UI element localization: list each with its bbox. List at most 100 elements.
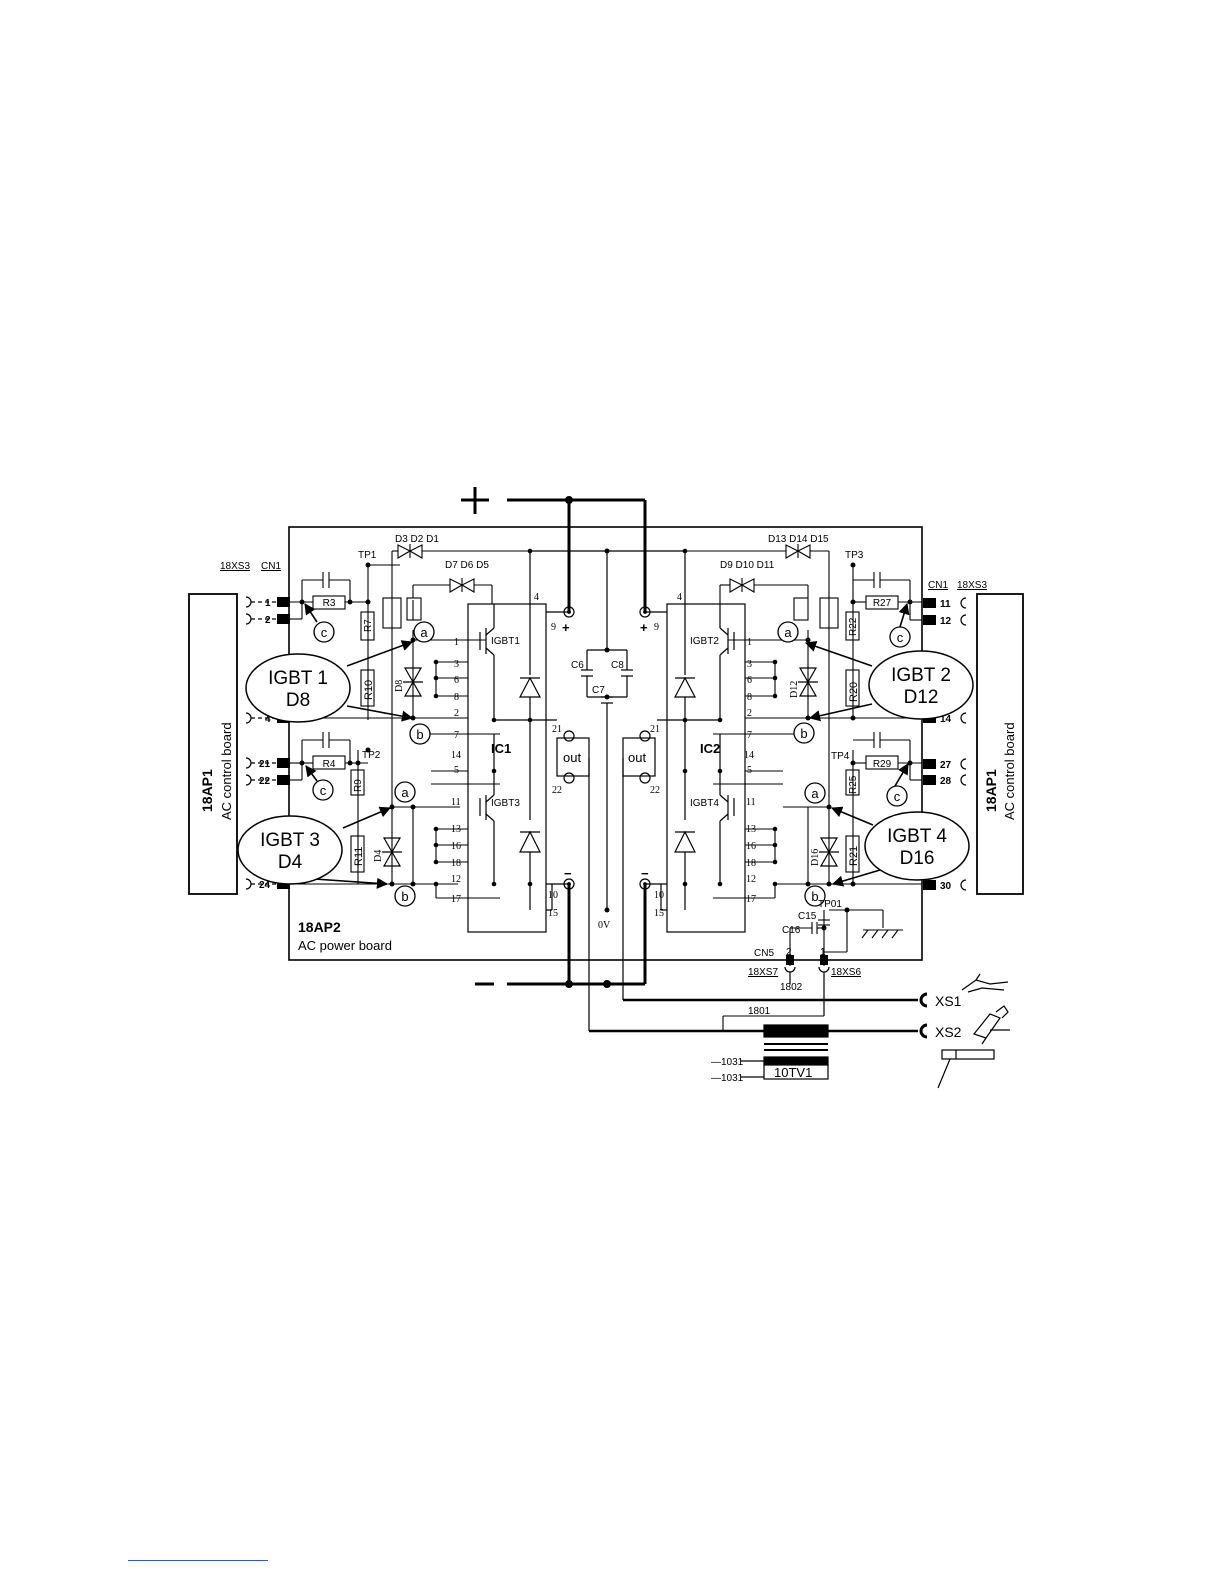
ic1-pin-numbers: 1 3 6 8 2 7 14 5 11 13 16 18 12 17 xyxy=(451,637,461,905)
diode-group-g1-label: D3 D2 D1 xyxy=(395,534,439,545)
tp01-dot xyxy=(844,907,850,913)
left-pin-4: 4 xyxy=(265,714,271,725)
callout-a3: a xyxy=(401,785,409,800)
right-pin-27: 27 xyxy=(940,760,952,771)
ic1-out-label: out xyxy=(563,750,581,765)
ic1-label: IC1 xyxy=(491,741,511,756)
callout-letters: a b c a c b a b c a c b xyxy=(320,625,904,904)
r3-label: R3 xyxy=(323,598,336,609)
diode-group-g4-label: D9 D10 D11 xyxy=(720,560,775,571)
svg-text:7: 7 xyxy=(454,730,459,741)
left-connector xyxy=(245,596,276,890)
svg-text:5: 5 xyxy=(454,765,459,776)
left-gate-wiring xyxy=(290,564,460,885)
callout-b3: b xyxy=(401,889,408,904)
right-connector xyxy=(960,597,967,891)
diode-group-left xyxy=(391,544,530,604)
ic2-pin-4: 4 xyxy=(677,592,682,603)
power-board-name: AC power board xyxy=(298,938,392,953)
ic1-pin-4: 4 xyxy=(534,592,539,603)
svg-text:3: 3 xyxy=(747,659,752,670)
svg-text:8: 8 xyxy=(747,692,752,703)
callout-b4: b xyxy=(811,889,818,904)
ic2-pin-numbers: 1 3 6 8 2 7 14 5 11 13 16 18 12 17 xyxy=(744,637,756,905)
xs6-label: 18XS6 xyxy=(831,967,861,978)
footer-rule xyxy=(128,1560,268,1561)
zener-d8-symbol xyxy=(403,667,423,697)
igbt3-label: IGBT3 xyxy=(491,798,520,809)
cn5-wiring xyxy=(789,909,903,966)
control-board-right-id: 18AP1 xyxy=(983,769,999,812)
svg-text:16: 16 xyxy=(451,841,461,852)
left-pin-22: 22 xyxy=(259,776,271,787)
control-board-right: 18AP1 AC control board xyxy=(976,593,1024,895)
zener-d16-symbol xyxy=(819,837,839,867)
callout-c2: c xyxy=(897,630,904,645)
ic1-pin-15: 15 xyxy=(548,908,558,919)
right-cn1-label: CN1 xyxy=(928,580,948,591)
igbt2-label: IGBT2 xyxy=(690,636,719,647)
svg-text:13: 13 xyxy=(746,824,756,835)
svg-text:11: 11 xyxy=(746,797,756,808)
svg-text:3: 3 xyxy=(454,659,459,670)
right-pin-30: 30 xyxy=(940,881,952,892)
callout-igbt4: IGBT 4 xyxy=(887,826,947,847)
ic1-pin-9: 9 xyxy=(551,622,556,633)
xs2-label: XS2 xyxy=(935,1024,962,1040)
svg-text:17: 17 xyxy=(451,894,461,905)
right-junctions xyxy=(805,562,913,887)
control-board-right-name: AC control board xyxy=(1002,722,1017,820)
igbt1-label: IGBT1 xyxy=(491,636,520,647)
svg-text:8: 8 xyxy=(454,692,459,703)
right-pin-11: 11 xyxy=(940,599,951,610)
tp3-label: TP3 xyxy=(845,550,864,561)
ic2-pin-15: 15 xyxy=(654,908,664,919)
callout-a1: a xyxy=(420,625,428,640)
callout-c4: c xyxy=(894,789,901,804)
r20-label: R20 xyxy=(848,682,860,702)
callout-arrows xyxy=(299,602,910,889)
svg-text:18: 18 xyxy=(746,858,756,869)
callout-ellipse-labels: IGBT 1 D8 IGBT 3 D4 IGBT 2 D12 IGBT 4 D1… xyxy=(260,665,951,873)
diode-group-g3-label: D13 D14 D15 xyxy=(768,534,829,545)
control-board-left-name: AC control board xyxy=(219,722,234,820)
callout-igbt3: IGBT 3 xyxy=(260,830,320,851)
control-board-left-id: 18AP1 xyxy=(199,769,215,812)
center-capacitors xyxy=(581,550,685,910)
ic2-label: IC2 xyxy=(700,741,720,756)
power-board-outline xyxy=(288,526,923,961)
ic1-pin-lines xyxy=(413,639,500,899)
r21-label: R21 xyxy=(848,846,860,866)
callout-a2: a xyxy=(784,625,792,640)
ic2-minus-sign: − xyxy=(641,866,649,881)
c15-label: C15 xyxy=(798,911,817,922)
ic2-pin-22: 22 xyxy=(650,785,660,796)
svg-text:1: 1 xyxy=(747,637,752,648)
power-rails xyxy=(461,487,647,988)
callout-circles xyxy=(312,621,911,907)
svg-text:12: 12 xyxy=(451,874,461,885)
callout-b2: b xyxy=(800,726,807,741)
right-pin-14: 14 xyxy=(940,714,952,725)
callout-b1: b xyxy=(416,727,423,742)
ic1-pin-21: 21 xyxy=(552,724,562,735)
igbt3-symbol xyxy=(479,734,495,884)
left-xs3-label: 18XS3 xyxy=(220,561,250,572)
wire-1031a-label: —1031 xyxy=(711,1057,744,1068)
wire-1801 xyxy=(722,1015,824,1031)
d4-label: D4 xyxy=(373,850,384,862)
diode-group-right xyxy=(685,544,830,885)
wire-1031b-label: —1031 xyxy=(711,1073,744,1084)
zener-d4-symbol xyxy=(382,837,402,867)
d12-label: D12 xyxy=(789,681,800,698)
zero-volt-label: 0V xyxy=(598,920,611,931)
ic1-junctions xyxy=(433,548,533,887)
r7-label: R7 xyxy=(363,619,374,632)
callout-igbt2: IGBT 2 xyxy=(891,665,951,686)
tp2-label: TP2 xyxy=(362,750,381,761)
ic1-minus-sign: − xyxy=(564,866,572,881)
cn5-dot xyxy=(821,925,827,931)
svg-text:13: 13 xyxy=(451,824,461,835)
wire-1801-label: 1801 xyxy=(748,1006,771,1017)
r25-label: R25 xyxy=(848,775,859,794)
